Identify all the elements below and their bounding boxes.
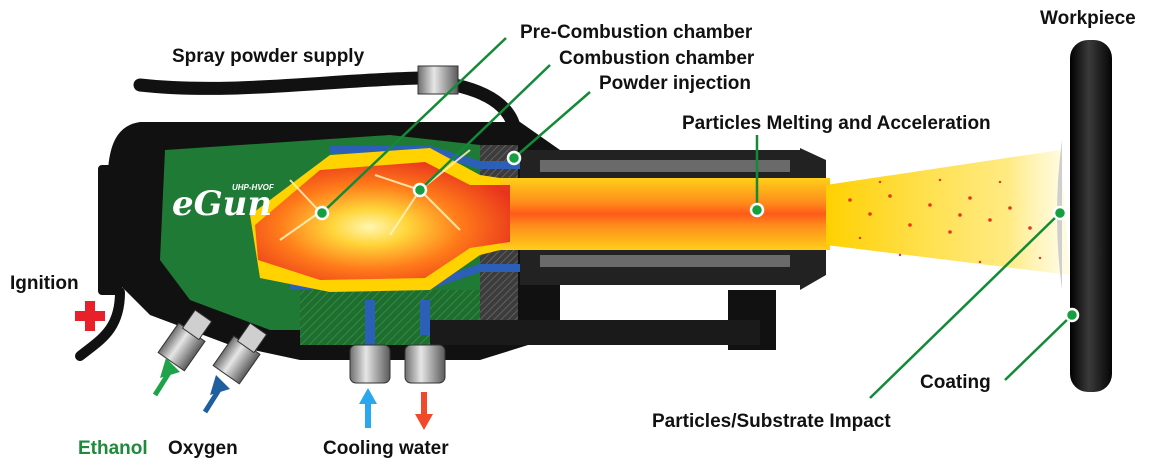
label-ethanol: Ethanol xyxy=(78,438,148,459)
leader-dots xyxy=(314,150,1080,323)
label-powder-injection: Powder injection xyxy=(599,73,751,94)
arrow-down-icon xyxy=(415,392,433,430)
combustion-fire xyxy=(255,162,510,280)
workpiece xyxy=(1057,40,1112,392)
label-coating: Coating xyxy=(920,372,991,393)
oxygen-fitting xyxy=(212,322,268,385)
spray-particles xyxy=(848,178,1042,264)
label-spray-powder-supply: Spray powder supply xyxy=(172,46,365,67)
barrel xyxy=(430,148,830,350)
logo-main: eGun xyxy=(172,184,272,224)
logo-sub: UHP-HVOF xyxy=(232,183,275,192)
cooling-outlet-fitting xyxy=(404,344,446,384)
leader-lines xyxy=(321,37,1073,399)
label-cooling-water: Cooling water xyxy=(323,438,449,459)
arrow-up-icon xyxy=(152,358,180,397)
label-pre-combustion-chamber: Pre-Combustion chamber xyxy=(520,22,753,43)
label-particles-melting: Particles Melting and Acceleration xyxy=(682,113,991,134)
spray-plume xyxy=(826,150,1070,275)
label-combustion-chamber: Combustion chamber xyxy=(559,48,755,69)
arrow-up-icon xyxy=(359,388,377,428)
label-workpiece: Workpiece xyxy=(1040,8,1136,29)
label-oxygen: Oxygen xyxy=(168,438,238,459)
cooling-inlet-fitting xyxy=(349,344,391,384)
arrow-up-icon xyxy=(202,375,230,414)
label-particles-substrate-impact: Particles/Substrate Impact xyxy=(652,411,891,432)
plus-icon xyxy=(75,301,105,331)
ethanol-fitting xyxy=(157,309,213,372)
label-ignition: Ignition xyxy=(10,273,79,294)
